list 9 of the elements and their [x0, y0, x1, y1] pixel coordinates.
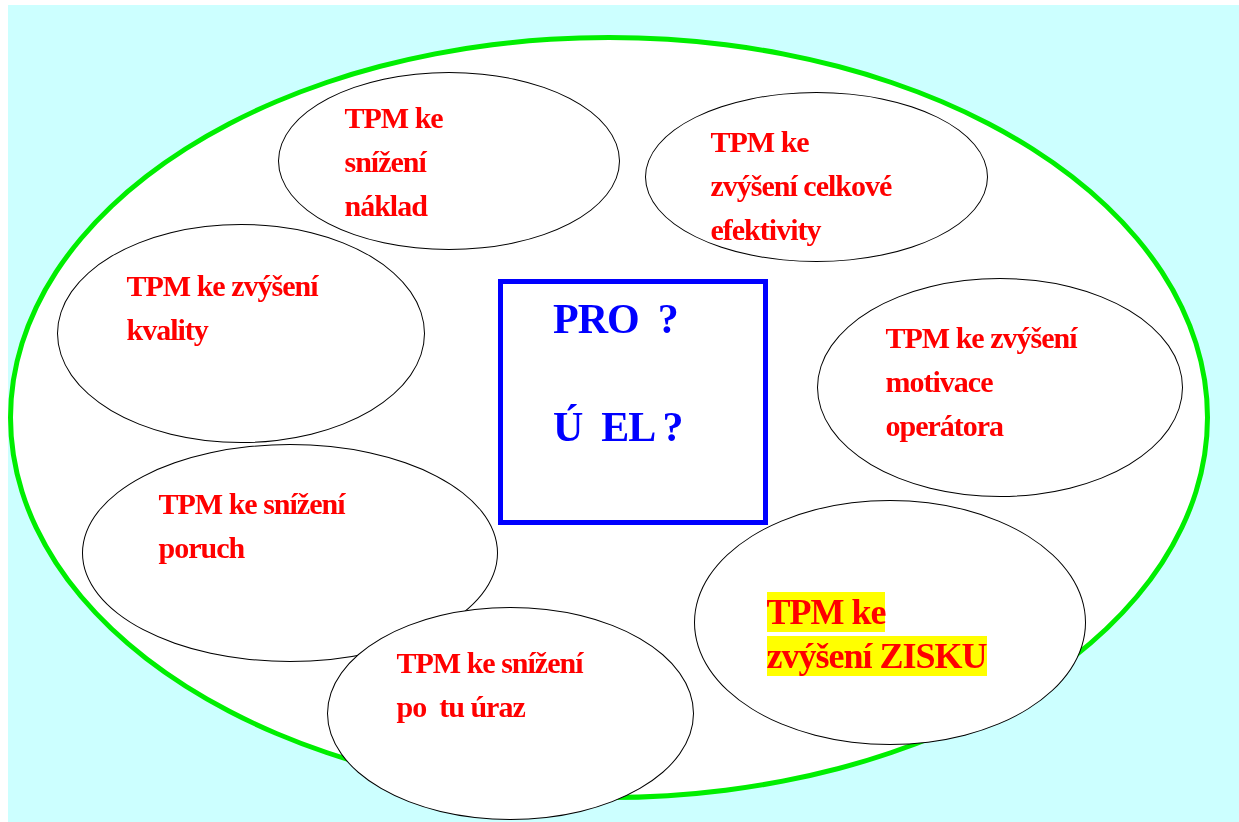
bubble-text: Ú EL ? [553, 405, 683, 449]
bubble-text: PRO ? [553, 297, 678, 341]
bubble-text: TPM ke snížení po tu úraz [396, 644, 583, 725]
bubble-text: TPM ke snížení poruch [158, 485, 345, 566]
question-box [498, 279, 768, 525]
bubble-text: TPM ke zvýšení kvality [126, 267, 318, 348]
bubble-text: TPM ke zvýšení celkové efektivity [710, 123, 892, 248]
bubble-text: TPM ke zvýšení motivace operátora [885, 319, 1077, 444]
bubble-text: TPM ke snížení náklad [344, 99, 443, 224]
